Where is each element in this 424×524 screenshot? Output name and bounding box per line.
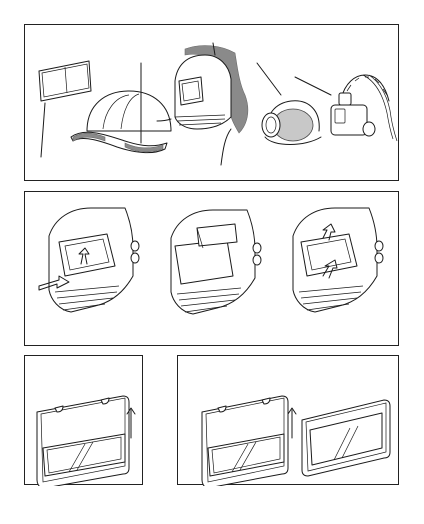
lens-change-panel	[24, 191, 399, 346]
lens-change-illustration	[25, 192, 400, 347]
step-lift-frame-drawing	[171, 210, 261, 314]
cartridge-panel-b	[177, 355, 399, 485]
step-push-release-drawing	[39, 208, 139, 312]
welding-helmet-drawing	[157, 43, 248, 165]
components-illustration	[25, 25, 400, 182]
filter-cartridge-drawing	[202, 396, 288, 486]
components-panel	[24, 24, 399, 181]
replacement-filter-drawing	[302, 400, 390, 476]
ear-protectors-drawing	[257, 63, 321, 145]
up-arrow	[288, 408, 296, 438]
cartridge-panel-a	[24, 355, 143, 485]
cartridge-a-illustration	[25, 356, 144, 486]
cartridge-b-illustration	[178, 356, 400, 486]
step-insert-lens-drawing	[293, 208, 383, 312]
filter-cartridge-drawing	[37, 396, 129, 486]
cover-lens-drawing	[39, 61, 91, 157]
